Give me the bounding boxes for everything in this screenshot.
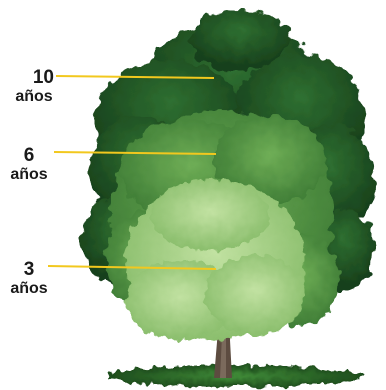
marker-unit: años [6,89,62,105]
marker-unit: años [4,281,54,297]
marker-value: 10 [6,68,62,87]
marker-unit: años [4,167,54,183]
marker-label-6-years: 6 años [4,146,54,183]
canopy-3-years [125,180,305,340]
marker-value: 6 [4,146,54,165]
marker-label-10-years: 10 años [6,68,62,105]
marker-value: 3 [4,260,54,279]
marker-label-3-years: 3 años [4,260,54,297]
ground-shadow [108,365,364,387]
